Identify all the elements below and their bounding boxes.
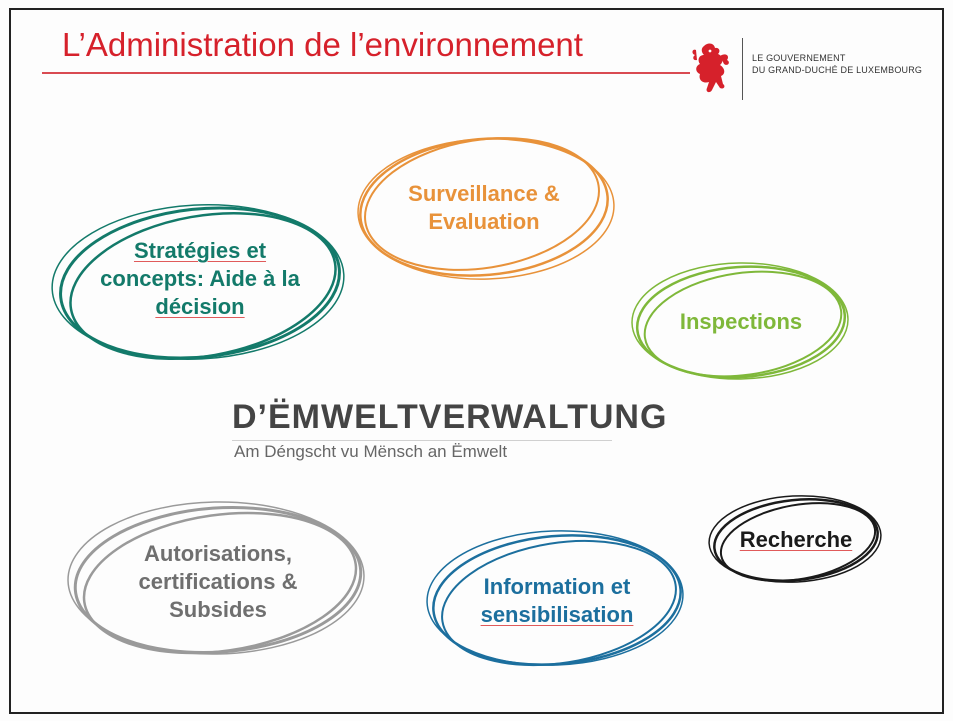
government-label: LE GOUVERNEMENT DU GRAND-DUCHÉ DE LUXEMB… xyxy=(752,52,922,76)
bubble-recherche: Recherche xyxy=(726,526,866,554)
slide-frame xyxy=(9,8,944,714)
bubble-inspections-line-1: Inspections xyxy=(679,309,803,334)
bubble-inspections: Inspections xyxy=(661,308,821,336)
bubble-surveillance: Surveillance & Evaluation xyxy=(384,180,584,236)
ring-surveillance xyxy=(357,137,615,280)
bubble-surveillance-line-2: Evaluation xyxy=(428,209,540,234)
red-lion-icon xyxy=(692,43,729,93)
title-underline xyxy=(42,72,690,74)
bubble-information: Information et sensibilisation xyxy=(457,573,657,629)
bubble-information-line-2: sensibilisation xyxy=(480,602,634,627)
center-divider xyxy=(232,440,612,441)
bubble-strategies-line-3: décision xyxy=(155,294,245,319)
bubble-autorisations: Autorisations, certifications & Subsides xyxy=(108,540,328,624)
bubble-autorisations-line-1: Autorisations, xyxy=(144,541,292,566)
bubble-information-line-1: Information et xyxy=(483,574,631,599)
bubble-strategies-line-1: Stratégies et xyxy=(133,238,267,263)
center-title: D’ËMWELTVERWALTUNG xyxy=(232,398,668,436)
government-divider xyxy=(742,38,743,100)
ring-inspections xyxy=(631,262,849,380)
government-line-1: LE GOUVERNEMENT xyxy=(752,53,846,63)
bubble-recherche-line-1: Recherche xyxy=(739,527,853,552)
government-line-2: DU GRAND-DUCHÉ DE LUXEMBOURG xyxy=(752,65,923,75)
bubble-strategies-line-2: concepts: Aide à la xyxy=(100,266,300,291)
ring-information xyxy=(426,530,684,667)
center-subtitle: Am Déngscht vu Mënsch an Ëmwelt xyxy=(234,442,508,461)
bubble-surveillance-line-1: Surveillance & xyxy=(408,181,560,206)
bubble-strategies: Stratégies et concepts: Aide à la décisi… xyxy=(80,237,320,321)
bubble-autorisations-line-2: certifications & xyxy=(138,569,298,594)
ring-autorisations xyxy=(67,501,365,655)
ring-strategies xyxy=(51,203,345,361)
bubble-autorisations-line-3: Subsides xyxy=(169,597,267,622)
ring-recherche xyxy=(708,495,882,583)
page-title: L’Administration de l’environnement xyxy=(62,26,583,63)
